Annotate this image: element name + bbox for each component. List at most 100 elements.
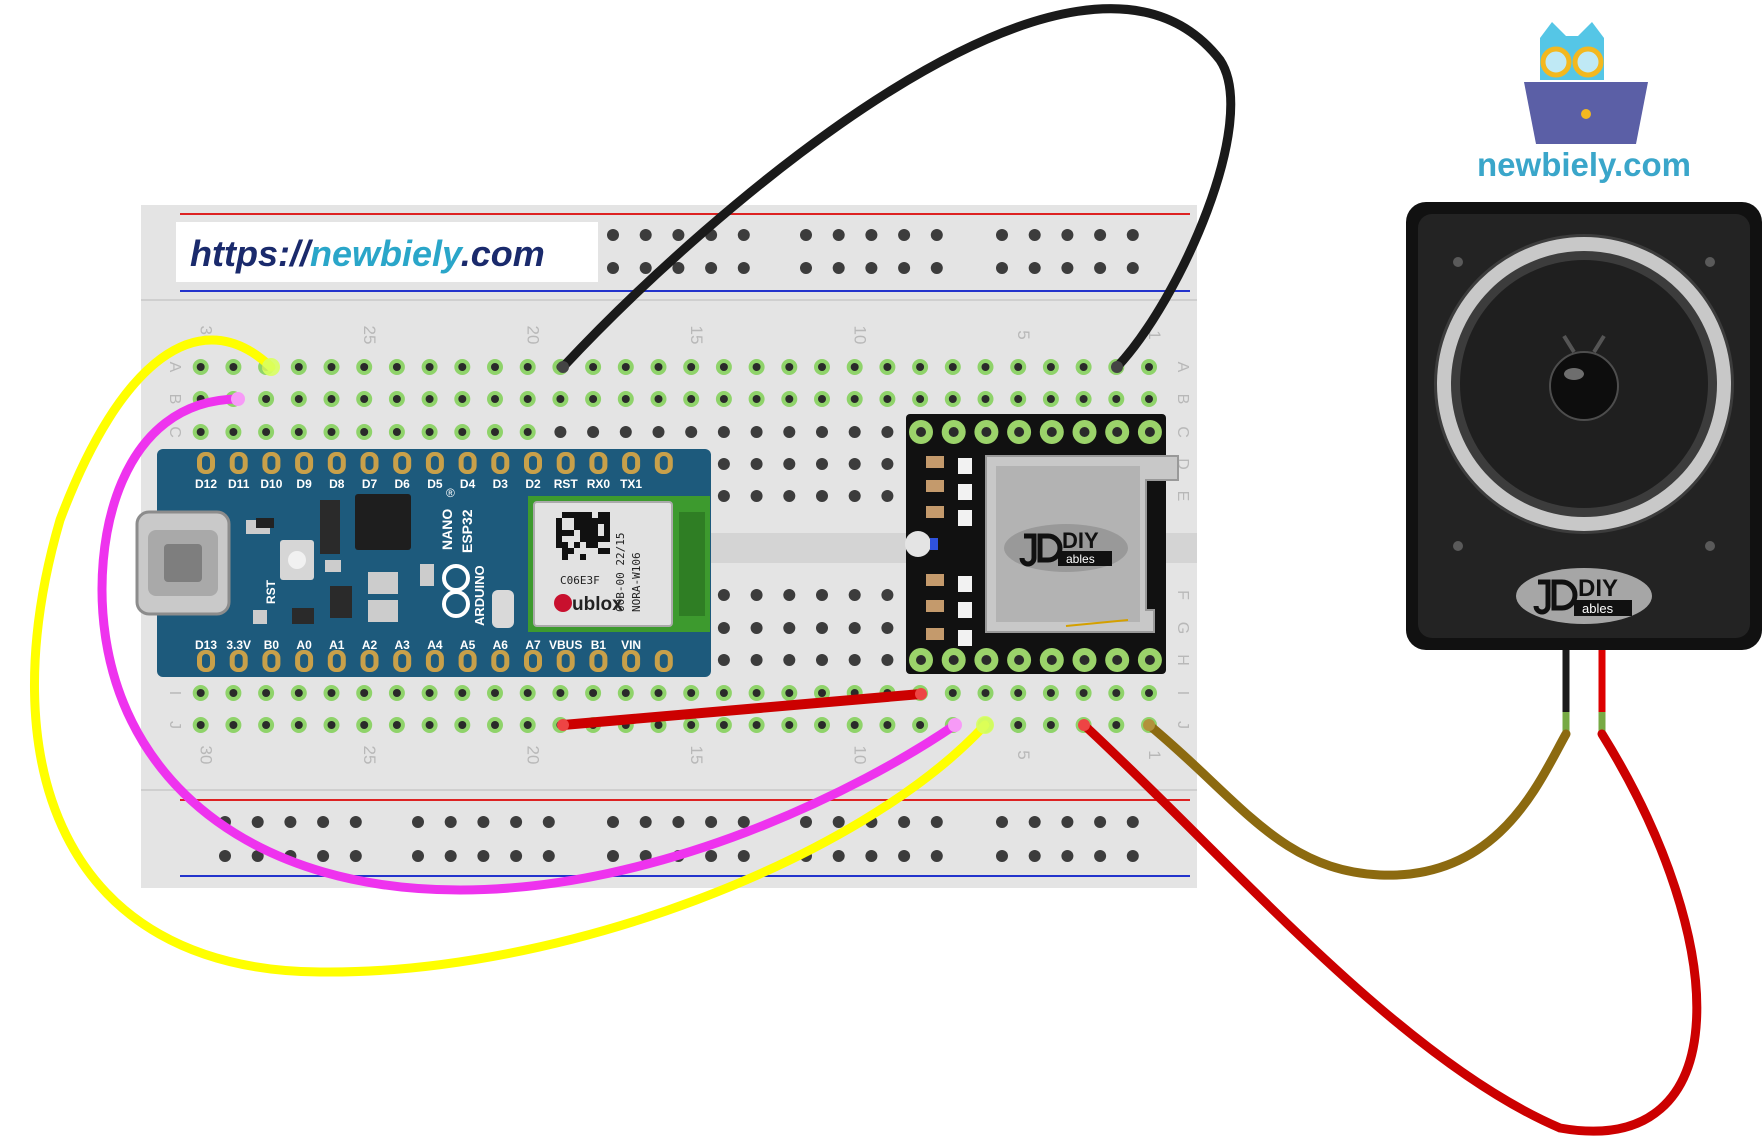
diyables-mark-icon [1019, 533, 1063, 567]
breadboard-hole-center [425, 395, 434, 403]
breadboard-hole [848, 490, 861, 502]
breadboard-hole-center [1046, 395, 1055, 403]
qr-module [592, 536, 598, 542]
breadboard-hole-center [1112, 721, 1121, 729]
arduino-pin-hole [463, 654, 472, 668]
rail-hole [832, 262, 845, 274]
brand-text: newbiely.com [1477, 146, 1691, 183]
qr-module [592, 524, 598, 530]
rail-hole [542, 816, 555, 828]
column-number: 30 [197, 746, 216, 765]
breadboard-hole [881, 458, 894, 470]
mp3-smd-part [958, 630, 972, 646]
pin-label: D2 [525, 477, 541, 491]
arduino-pin-hole [463, 456, 472, 470]
breadboard-hole [881, 426, 894, 438]
pin-label: A7 [525, 638, 541, 652]
breadboard-hole [750, 589, 763, 601]
breadboard-hole [816, 654, 828, 666]
breadboard-hole-center [196, 689, 205, 697]
column-number: 20 [524, 746, 543, 765]
rail-hole [251, 816, 264, 828]
crystal [492, 590, 514, 628]
rail-hole [898, 816, 911, 828]
breadboard-hole [881, 589, 894, 601]
pin-label: B1 [591, 638, 607, 652]
mp3-pin-hole [1112, 427, 1123, 437]
breadboard-hole [881, 654, 894, 666]
breadboard-hole-center [491, 428, 499, 436]
breadboard-hole-center [262, 689, 271, 697]
column-number: 20 [524, 326, 543, 345]
rail-hole [607, 262, 619, 274]
qr-module [562, 512, 568, 518]
breadboard-hole-center [948, 395, 957, 403]
breadboard-hole [750, 458, 763, 470]
breadboard-hole-center [687, 721, 696, 729]
breadboard-hole [816, 490, 828, 502]
qr-module [598, 518, 604, 524]
mp3-smd-part [926, 480, 944, 492]
column-number: 25 [360, 746, 379, 765]
row-letter: H [1174, 654, 1191, 666]
mp3-pin-hole [916, 655, 926, 665]
arduino-pin-hole [529, 654, 537, 668]
breadboard-hole-center [327, 689, 336, 697]
qr-module [556, 530, 562, 536]
qr-module [586, 542, 592, 548]
breadboard-hole [750, 490, 763, 502]
qr-module [598, 536, 604, 542]
module-date: 00B-00 22/15 [614, 533, 627, 612]
qr-module [604, 536, 610, 542]
arduino-infinity-logo [442, 564, 470, 618]
pin-label: A4 [427, 638, 443, 652]
pin-label: D3 [493, 477, 509, 491]
breadboard-hole-center [850, 721, 859, 729]
smd-component [253, 610, 267, 624]
rail-hole [639, 850, 652, 862]
arduino-pin-hole [659, 654, 668, 668]
column-number: 1 [1145, 330, 1164, 339]
breadboard-hole-center [523, 689, 532, 697]
pin-label: RST [554, 477, 579, 491]
mp3-pin-hole [948, 427, 959, 437]
cone-marks [1562, 334, 1606, 354]
registered-mark: ® [446, 486, 455, 500]
pin-label: D5 [427, 477, 443, 491]
breadboard-hole-center [818, 395, 826, 403]
mp3-pin-hole [1079, 655, 1090, 665]
rail-hole [737, 229, 750, 241]
breadboard-hole-center [916, 363, 925, 371]
rail-hole [477, 816, 490, 828]
breadboard-hole-center [196, 428, 205, 436]
row-letter: G [1174, 622, 1191, 634]
speaker-brand-top: DIY [1578, 575, 1618, 602]
wire-end [948, 718, 962, 732]
arduino-pin-hole [398, 456, 407, 470]
breadboard-hole-center [818, 363, 826, 371]
rail-hole [930, 850, 943, 862]
rail-hole [1094, 816, 1107, 828]
breadboard-hole-center [294, 721, 303, 729]
diyables-mark-icon [1533, 579, 1578, 615]
mp3-pin-hole [1014, 655, 1025, 665]
mp3-pin-hole [1046, 655, 1057, 665]
rail-hole [1094, 229, 1107, 241]
qr-module [562, 554, 568, 560]
row-letter: E [1174, 491, 1191, 502]
mounting-screw [1453, 541, 1463, 551]
led [930, 538, 938, 550]
row-letter: J [1174, 721, 1191, 729]
rail-hole [737, 816, 750, 828]
breadboard-hole [783, 426, 796, 438]
mp3-brand-bar [1058, 551, 1112, 566]
reset-label: RST [264, 579, 278, 604]
breadboard-hole-center [752, 689, 761, 697]
mp3-smd-part [926, 574, 944, 586]
rail-hole [1028, 262, 1041, 274]
qr-module [598, 548, 604, 554]
module-code: C06E3F [560, 574, 600, 587]
breadboard-hole-center [262, 395, 271, 403]
breadboard-hole-center [458, 721, 467, 729]
pin-label: VBUS [549, 638, 582, 652]
